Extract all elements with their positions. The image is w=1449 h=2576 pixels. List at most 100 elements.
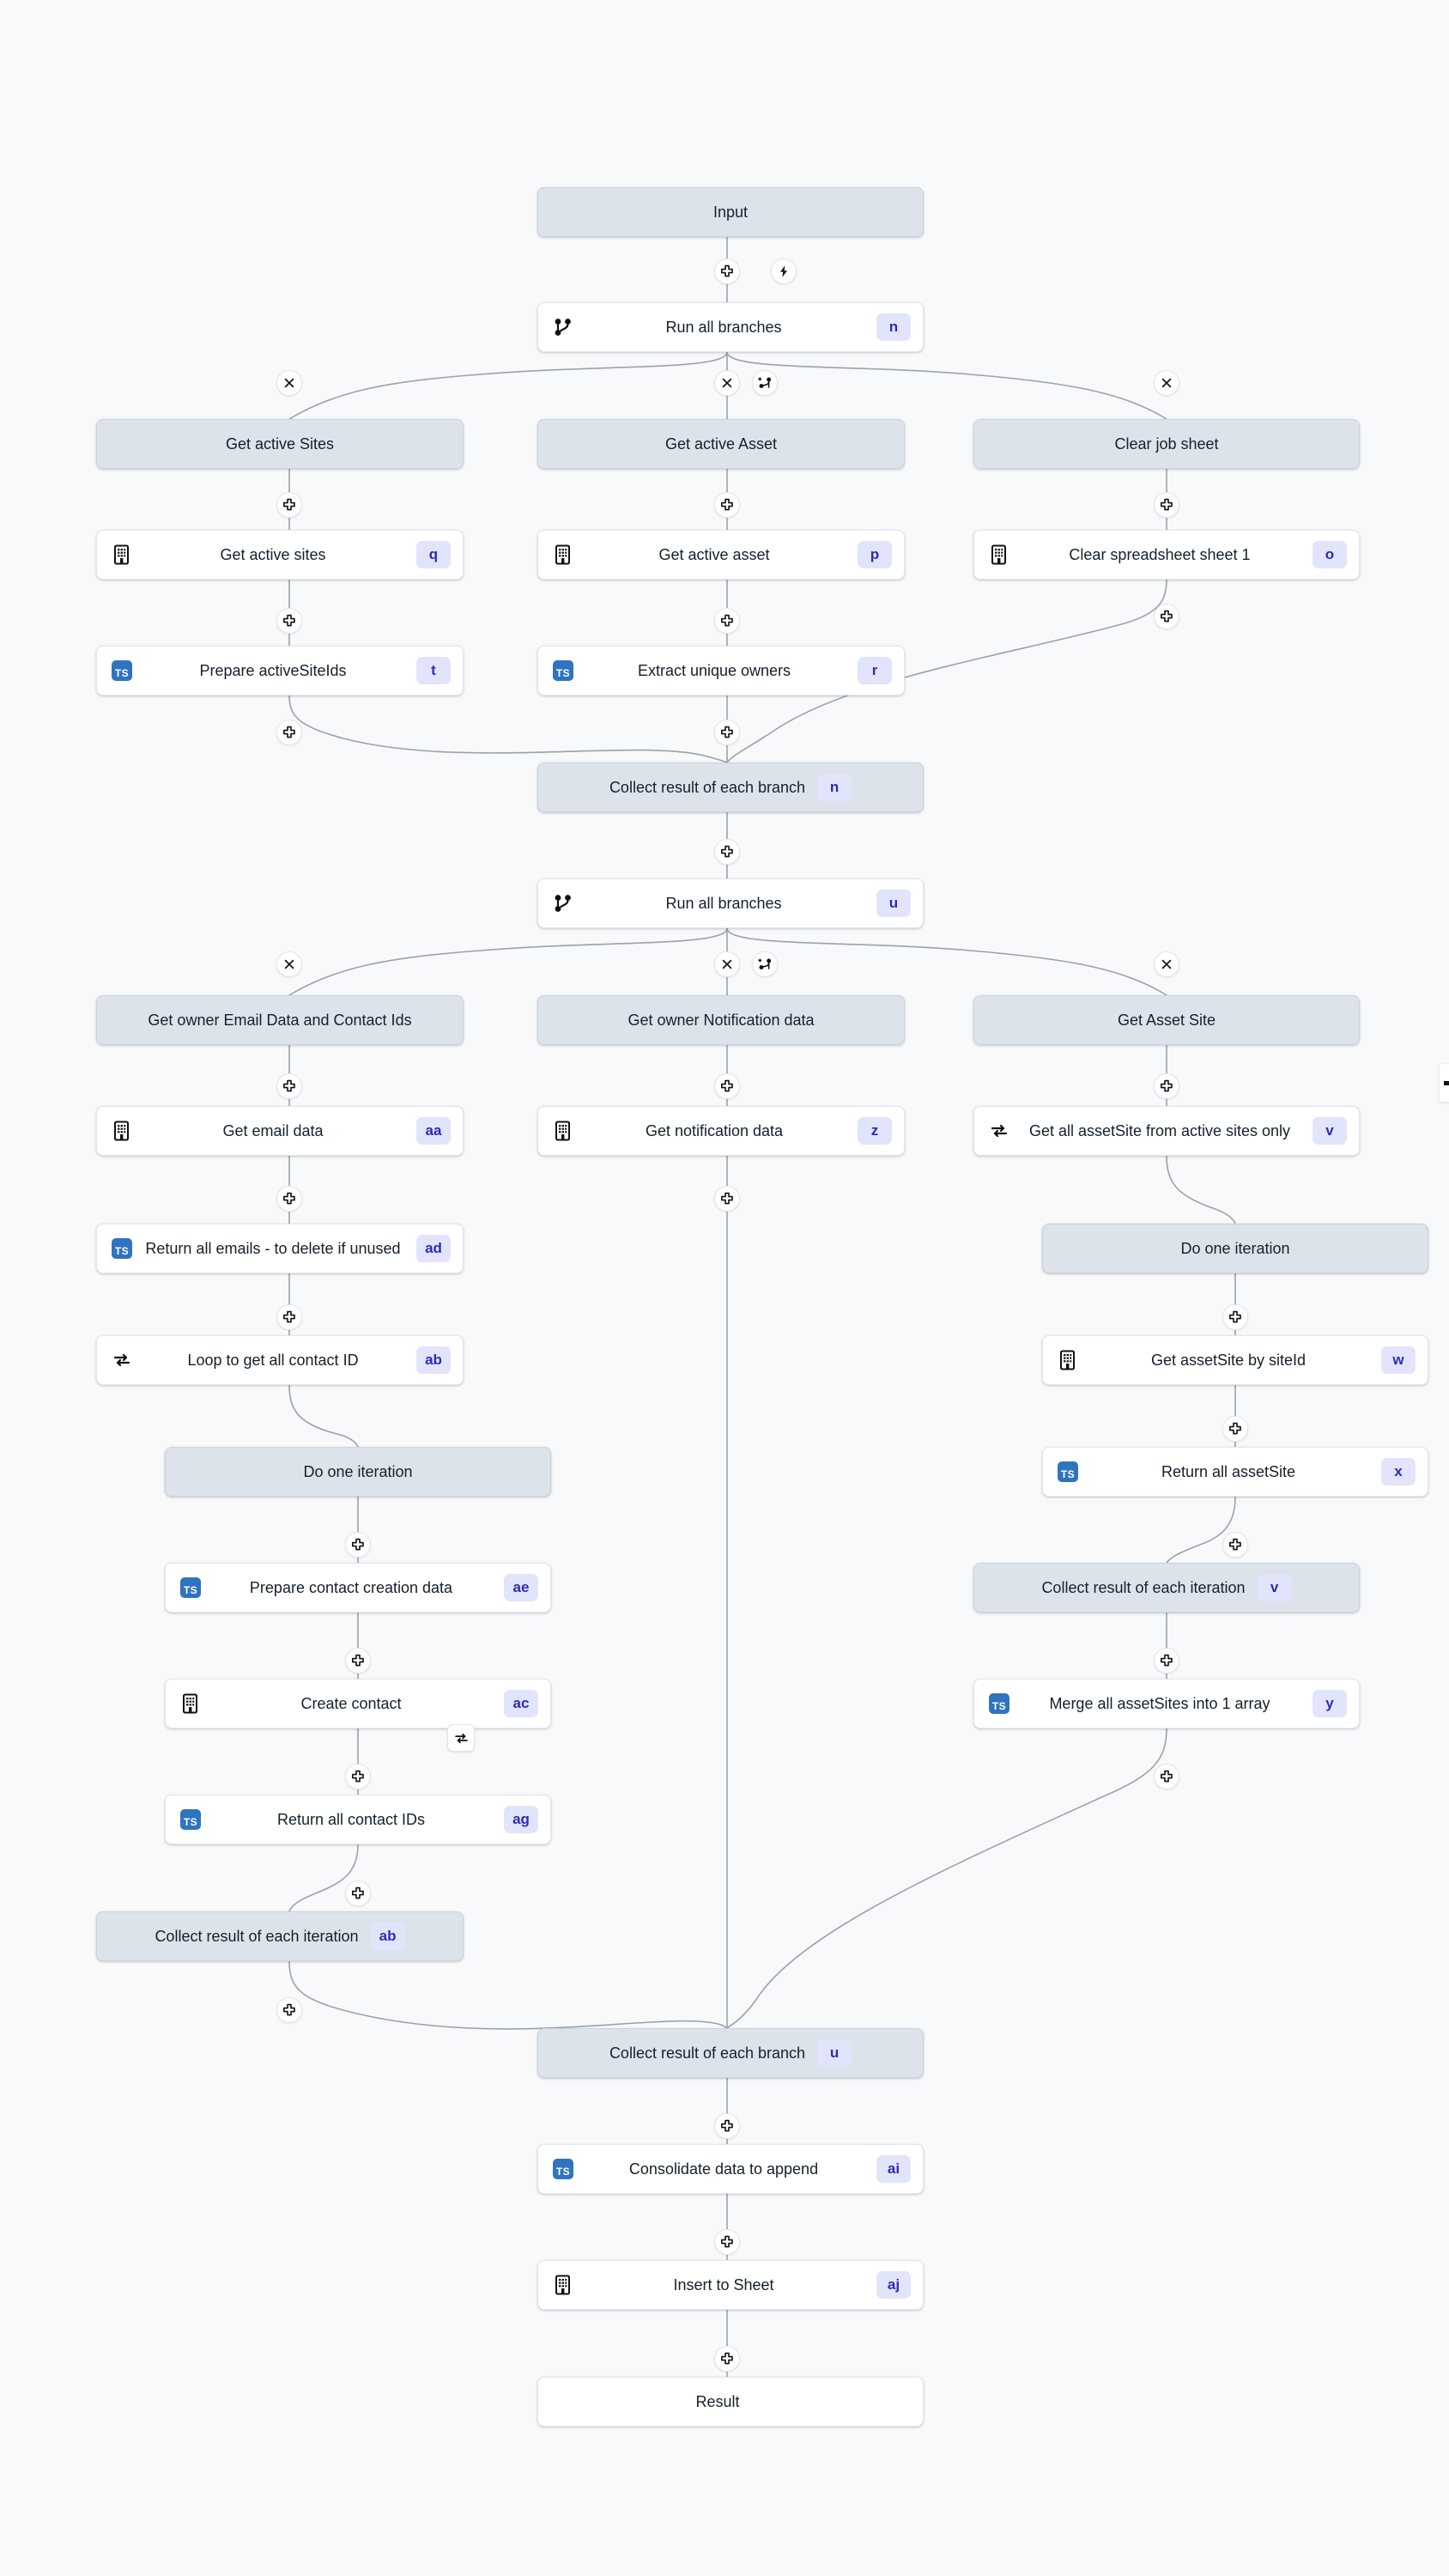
plus-icon[interactable] (1154, 1073, 1179, 1099)
plus-icon[interactable] (1222, 1416, 1248, 1442)
node-tag[interactable]: u (876, 890, 911, 917)
node-tag[interactable]: n (876, 313, 911, 341)
node-tag[interactable]: ab (416, 1346, 451, 1374)
node-grp-clear[interactable]: Clear job sheet (973, 419, 1360, 469)
add-branch-icon[interactable] (752, 370, 778, 396)
close-icon[interactable] (714, 370, 740, 396)
node-result[interactable]: Result (537, 2377, 924, 2427)
plus-icon[interactable] (714, 608, 740, 634)
plus-icon[interactable] (276, 720, 302, 745)
node-tag[interactable]: y (1313, 1690, 1347, 1717)
node-tag[interactable]: t (416, 657, 451, 684)
plus-icon[interactable] (714, 492, 740, 518)
node-tag[interactable]: aa (416, 1117, 451, 1145)
retry-loop-badge[interactable] (447, 1724, 475, 1752)
node-grp-sites[interactable]: Get active Sites (96, 419, 464, 469)
node-tag[interactable]: x (1381, 1458, 1416, 1485)
node-grp-email[interactable]: Get owner Email Data and Contact Ids (96, 995, 464, 1045)
plus-icon[interactable] (276, 1997, 302, 2023)
node-tag[interactable]: u (817, 2039, 852, 2067)
node-n-allsites[interactable]: Get all assetSite from active sites only… (973, 1106, 1360, 1156)
node-grp-iter-l[interactable]: Do one iteration (165, 1447, 551, 1497)
node-tag[interactable]: aj (876, 2271, 911, 2299)
close-icon[interactable] (1154, 370, 1179, 396)
plus-icon[interactable] (714, 2229, 740, 2255)
node-input[interactable]: Input (537, 187, 924, 237)
plus-icon[interactable] (276, 1304, 302, 1330)
plus-icon[interactable] (714, 1186, 740, 1212)
plus-icon[interactable] (345, 1880, 371, 1906)
node-grp-iter-r[interactable]: Do one iteration (1042, 1224, 1428, 1273)
node-tag[interactable]: p (858, 541, 892, 568)
plus-icon[interactable] (714, 720, 740, 745)
node-tag[interactable]: v (1313, 1117, 1347, 1145)
node-tag[interactable]: z (858, 1117, 892, 1145)
close-icon[interactable] (276, 951, 302, 977)
plus-icon[interactable] (1154, 1648, 1179, 1674)
node-tag[interactable]: ad (416, 1235, 451, 1262)
node-tag[interactable]: q (416, 541, 451, 568)
plus-icon[interactable] (1222, 1304, 1248, 1330)
node-tag[interactable]: r (858, 657, 892, 684)
plus-icon[interactable] (1222, 1532, 1248, 1558)
plus-icon[interactable] (276, 1186, 302, 1212)
node-title: Result (695, 2392, 740, 2410)
close-icon[interactable] (276, 370, 302, 396)
close-icon[interactable] (1154, 951, 1179, 977)
plus-icon[interactable] (714, 839, 740, 865)
plus-icon[interactable] (714, 1073, 740, 1099)
plus-icon[interactable] (276, 608, 302, 634)
node-tag[interactable]: v (1257, 1574, 1292, 1601)
node-tag[interactable]: ag (504, 1806, 538, 1833)
plus-icon[interactable] (1154, 492, 1179, 518)
plus-icon[interactable] (345, 1532, 371, 1558)
plus-icon[interactable] (714, 258, 740, 284)
node-tag[interactable]: w (1381, 1346, 1416, 1374)
add-branch-icon[interactable] (752, 951, 778, 977)
node-tag[interactable]: ae (504, 1574, 538, 1601)
node-tag[interactable]: o (1313, 541, 1347, 568)
plus-icon[interactable] (714, 2113, 740, 2139)
right-edge-control[interactable] (1439, 1063, 1449, 1103)
node-tag[interactable]: ac (504, 1690, 538, 1717)
close-icon[interactable] (714, 951, 740, 977)
node-grp-assetsite[interactable]: Get Asset Site (973, 995, 1360, 1045)
plus-icon[interactable] (276, 492, 302, 518)
node-tag[interactable]: n (817, 774, 852, 801)
plus-icon[interactable] (276, 1073, 302, 1099)
lightning-icon[interactable] (771, 258, 797, 284)
node-tag[interactable]: ab (370, 1923, 405, 1950)
plus-icon[interactable] (345, 1764, 371, 1789)
node-tag[interactable]: ai (876, 2155, 911, 2183)
plus-icon[interactable] (1154, 604, 1179, 629)
plus-icon[interactable] (345, 1648, 371, 1674)
node-grp-asset[interactable]: Get active Asset (537, 419, 905, 469)
plus-icon[interactable] (1154, 1764, 1179, 1789)
plus-icon[interactable] (714, 2346, 740, 2372)
node-grp-notif[interactable]: Get owner Notification data (537, 995, 905, 1045)
